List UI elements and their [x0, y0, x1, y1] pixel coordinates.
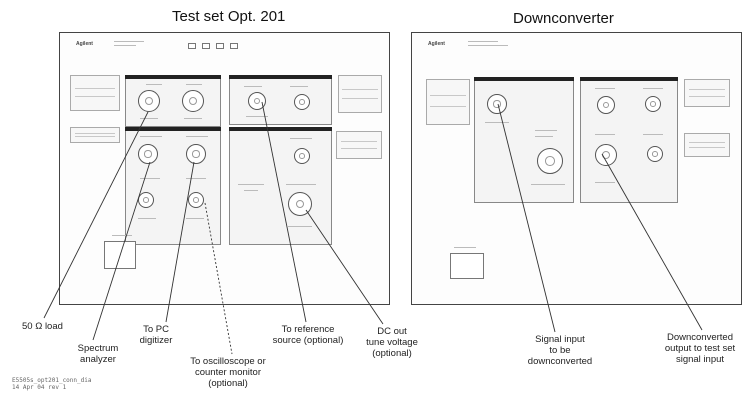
indicator — [188, 43, 196, 49]
tune-module — [229, 127, 332, 245]
callout-spectrum-analyzer: Spectrum analyzer — [77, 343, 119, 365]
leader-pc — [165, 161, 195, 323]
dc-out-port[interactable] — [288, 192, 312, 216]
indicator — [216, 43, 224, 49]
input-module — [474, 77, 574, 203]
downconverter-title: Downconverter — [513, 10, 614, 27]
port-connector[interactable] — [294, 94, 310, 110]
indicator — [202, 43, 210, 49]
side-label-plate — [338, 75, 382, 113]
leader-dc-out — [305, 209, 384, 325]
power-switch[interactable] — [450, 253, 484, 279]
side-label-plate — [336, 131, 382, 159]
callout-dc-out: DC out tune voltage (optional) — [366, 326, 418, 359]
port-connector[interactable] — [537, 148, 563, 174]
reference-port[interactable] — [248, 92, 266, 110]
reference-module — [229, 75, 332, 125]
side-label-plate — [70, 127, 120, 143]
port-connector[interactable] — [647, 146, 663, 162]
leader-load — [43, 111, 149, 319]
outputs-module — [125, 127, 221, 245]
leader-reference — [261, 101, 307, 323]
leader-signal-input — [497, 103, 556, 333]
callout-downconverted-output: Downconverted output to test set signal … — [664, 332, 736, 365]
leader-spectrum — [92, 161, 151, 341]
leader-scope — [204, 202, 233, 355]
callout-load: 50 Ω load — [22, 321, 63, 332]
test-set-title: Test set Opt. 201 — [172, 8, 286, 25]
monitor-port[interactable] — [188, 192, 204, 208]
output-module — [580, 77, 678, 203]
signal-input-port[interactable] — [487, 94, 507, 114]
downconverter-panel: Agilent — [411, 32, 742, 305]
agilent-logo: Agilent — [428, 41, 445, 47]
pc-digitizer-port[interactable] — [186, 144, 206, 164]
port-connector[interactable] — [294, 148, 310, 164]
side-label-plate — [70, 75, 120, 111]
input-module — [125, 75, 221, 127]
test-set-panel: Agilent — [59, 32, 390, 305]
side-label-plate — [684, 79, 730, 107]
port-connector[interactable] — [138, 90, 160, 112]
callout-oscilloscope: To oscilloscope or counter monitor (opti… — [190, 356, 266, 389]
spectrum-analyzer-port[interactable] — [138, 144, 158, 164]
callout-reference-source: To reference source (optional) — [272, 324, 344, 346]
indicator — [230, 43, 238, 49]
side-label-plate — [426, 79, 470, 125]
side-label-plate — [684, 133, 730, 157]
port-connector[interactable] — [138, 192, 154, 208]
port-connector[interactable] — [597, 96, 615, 114]
callout-pc-digitizer: To PC digitizer — [139, 324, 173, 346]
callout-signal-input: Signal input to be downconverted — [527, 334, 593, 367]
agilent-logo: Agilent — [76, 41, 93, 47]
port-connector[interactable] — [645, 96, 661, 112]
figure-footnote: E5505s_opt201_conn_dia 14 Apr 04 rev 1 — [12, 377, 92, 391]
leader-downconverted — [601, 153, 703, 331]
port-connector[interactable] — [182, 90, 204, 112]
